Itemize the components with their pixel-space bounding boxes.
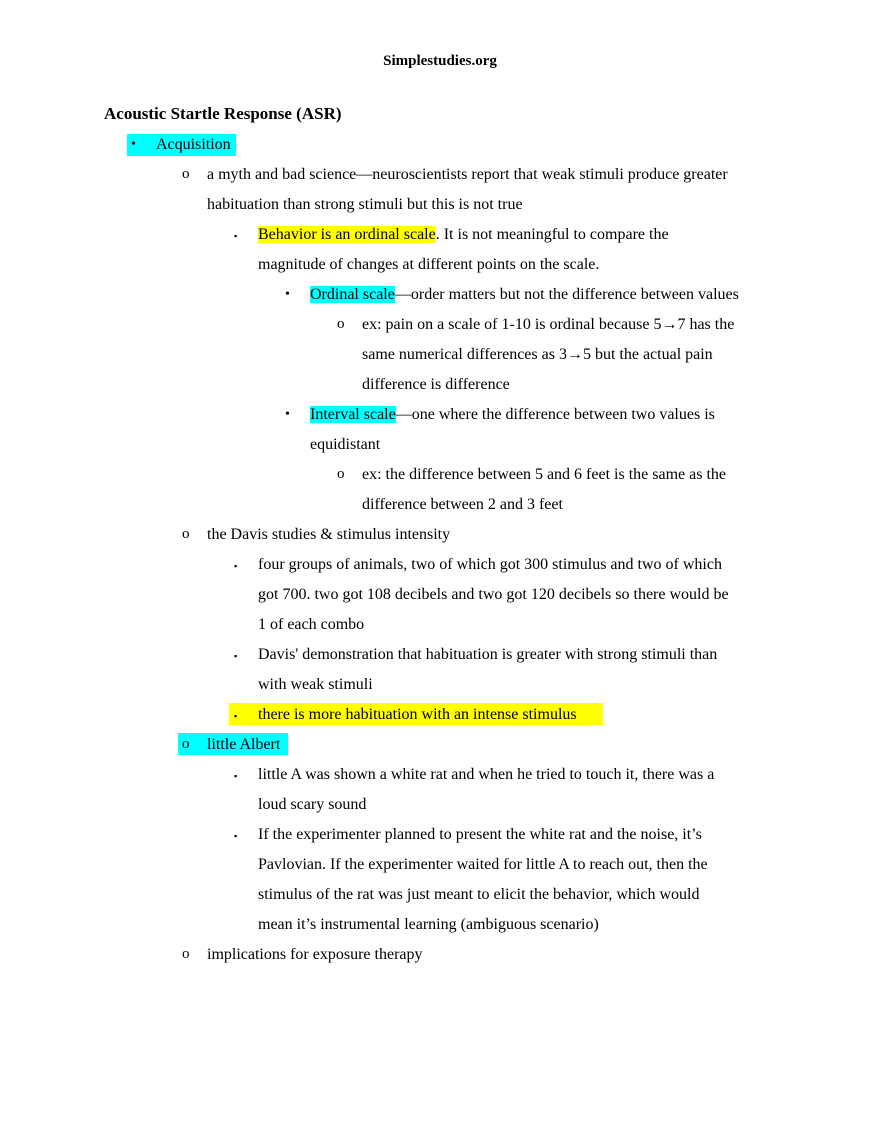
exposure-item: implications for exposure therapy xyxy=(207,946,423,963)
ordinal-highlight: Behavior is an ordinal scale xyxy=(258,226,436,243)
myth-line-2: habituation than strong stimuli but this… xyxy=(207,196,523,213)
disc-bullet-icon: • xyxy=(285,287,290,302)
myth-line-1: a myth and bad science—neuroscientists r… xyxy=(207,166,728,183)
demo-line-2: with weak stimuli xyxy=(258,676,373,693)
albert-detail-2b: Pavlovian. If the experimenter waited fo… xyxy=(258,856,708,873)
disc-bullet-icon: • xyxy=(131,137,136,152)
interval-example-1: ex: the difference between 5 and 6 feet … xyxy=(362,466,726,483)
circle-bullet-icon: o xyxy=(182,736,190,752)
circle-bullet-icon: o xyxy=(337,466,345,482)
interval-scale-highlight: Interval scale xyxy=(310,406,396,423)
square-bullet-icon: ▪ xyxy=(234,711,238,721)
ordinal-example-2: same numerical differences as 3→5 but th… xyxy=(362,346,713,363)
albert-detail-1b: loud scary sound xyxy=(258,796,367,813)
interval-scale-rest: —one where the difference between two va… xyxy=(395,406,715,423)
interval-scale-line: Interval scale—one where the difference … xyxy=(310,405,715,425)
groups-line-2: got 700. two got 108 decibels and two go… xyxy=(258,586,729,603)
square-bullet-icon: ▪ xyxy=(234,231,238,241)
ordinal-scale-line: Ordinal scale—order matters but not the … xyxy=(310,285,739,305)
intense-item: there is more habituation with an intens… xyxy=(258,706,577,723)
interval-example-2: difference between 2 and 3 feet xyxy=(362,496,563,513)
intense-highlight xyxy=(229,703,603,725)
circle-bullet-icon: o xyxy=(182,946,190,962)
ordinal-scale-highlight: Ordinal scale xyxy=(310,286,395,303)
ordinal-scale-rest: —order matters but not the difference be… xyxy=(394,286,739,303)
groups-line-1: four groups of animals, two of which got… xyxy=(258,556,722,573)
groups-line-3: 1 of each combo xyxy=(258,616,365,633)
circle-bullet-icon: o xyxy=(337,316,345,332)
davis-item: the Davis studies & stimulus intensity xyxy=(207,526,451,543)
demo-line-1: Davis' demonstration that habituation is… xyxy=(258,646,718,663)
ordinal-line-2: magnitude of changes at different points… xyxy=(258,256,600,273)
disc-bullet-icon: • xyxy=(285,407,290,422)
page-header: Simplestudies.org xyxy=(383,53,497,69)
ordinal-example-3: difference is difference xyxy=(362,376,510,393)
square-bullet-icon: ▪ xyxy=(234,771,238,781)
ordinal-example-1: ex: pain on a scale of 1-10 is ordinal b… xyxy=(362,316,735,333)
square-bullet-icon: ▪ xyxy=(234,561,238,571)
square-bullet-icon: ▪ xyxy=(234,831,238,841)
acquisition-item: Acquisition xyxy=(156,136,231,153)
albert-detail-2c: stimulus of the rat was just meant to el… xyxy=(258,886,700,903)
section-title: Acoustic Startle Response (ASR) xyxy=(104,104,342,123)
circle-bullet-icon: o xyxy=(182,166,190,182)
albert-highlight xyxy=(178,733,288,755)
circle-bullet-icon: o xyxy=(182,526,190,542)
interval-scale-line-2: equidistant xyxy=(310,436,381,453)
square-bullet-icon: ▪ xyxy=(234,651,238,661)
albert-item: little Albert xyxy=(207,736,281,753)
ordinal-rest: . It is not meaningful to compare the xyxy=(435,226,669,243)
acquisition-highlight xyxy=(127,134,236,156)
albert-detail-1a: little A was shown a white rat and when … xyxy=(258,766,715,783)
ordinal-line-1: Behavior is an ordinal scale. It is not … xyxy=(258,225,669,245)
albert-detail-2a: If the experimenter planned to present t… xyxy=(258,826,702,843)
albert-detail-2d: mean it’s instrumental learning (ambiguo… xyxy=(258,916,599,933)
